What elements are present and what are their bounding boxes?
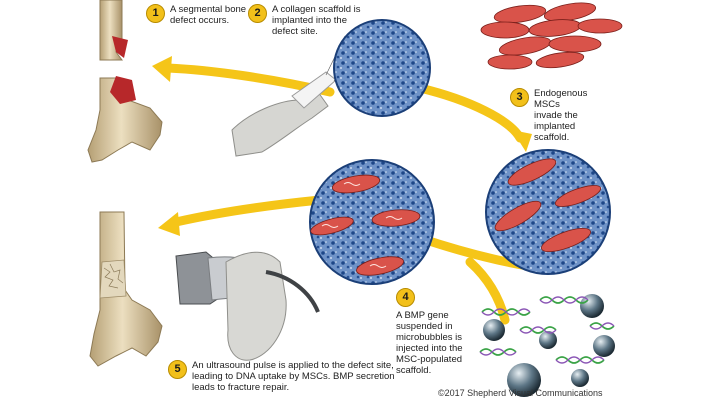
scaffold-closeup xyxy=(333,19,431,117)
step-4-label: 4 A BMP gene suspended in microbubbles i… xyxy=(396,288,480,376)
step-1-badge: 1 xyxy=(146,4,165,23)
step-5-label: 5 An ultrasound pulse is applied to the … xyxy=(168,360,404,393)
step-4-text: A BMP gene suspended in microbubbles is … xyxy=(396,310,463,376)
msc-cell-cluster xyxy=(480,2,623,70)
copyright: ©2017 Shepherd Visual Communications xyxy=(438,388,603,398)
arrow-to-scaffold xyxy=(415,83,525,143)
msc-scaffold-with-dna xyxy=(309,159,435,285)
step-5-badge: 5 xyxy=(168,360,187,379)
step-2-text: A collagen scaffold is implanted into th… xyxy=(272,4,361,37)
step-3-label: 3 Endogenous MSCs invade the implanted s… xyxy=(510,88,590,143)
step-2-badge: 2 xyxy=(248,4,267,23)
bone-healing xyxy=(89,211,163,367)
step-2-label: 2 A collagen scaffold is implanted into … xyxy=(248,4,374,37)
bone-with-defect xyxy=(87,0,163,163)
scaffold-with-mscs xyxy=(485,149,611,275)
ultrasound-probe xyxy=(175,251,320,361)
step-1-label: 1 A segmental bone defect occurs. xyxy=(146,4,256,26)
step-3-text: Endogenous MSCs invade the implanted sca… xyxy=(534,88,588,143)
step-5-text: An ultrasound pulse is applied to the de… xyxy=(192,360,395,393)
hand-with-scaffold xyxy=(231,35,351,157)
step-1-text: A segmental bone defect occurs. xyxy=(170,4,247,26)
step-3-badge: 3 xyxy=(510,88,529,107)
arrow-to-bone-2 xyxy=(171,195,325,227)
microbubbles-with-dna xyxy=(479,294,615,397)
step-4-badge: 4 xyxy=(396,288,415,307)
